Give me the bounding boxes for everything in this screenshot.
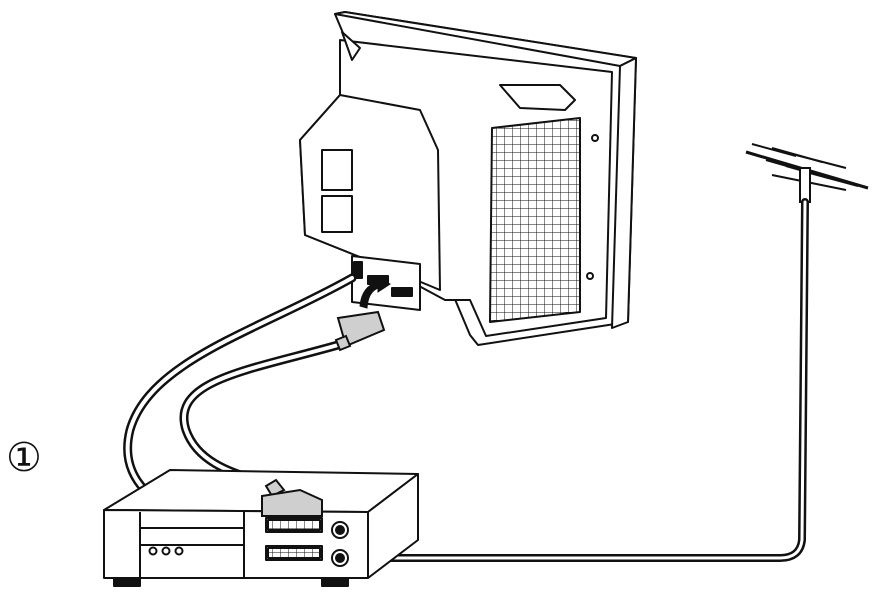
television (299, 11, 637, 346)
scart-plug-vcr (261, 478, 323, 517)
insert-arrow-icon (359, 274, 391, 309)
vcr (103, 469, 419, 587)
scart-plug-loose (334, 310, 386, 352)
antenna (745, 143, 869, 203)
step-number: ① (6, 435, 42, 481)
